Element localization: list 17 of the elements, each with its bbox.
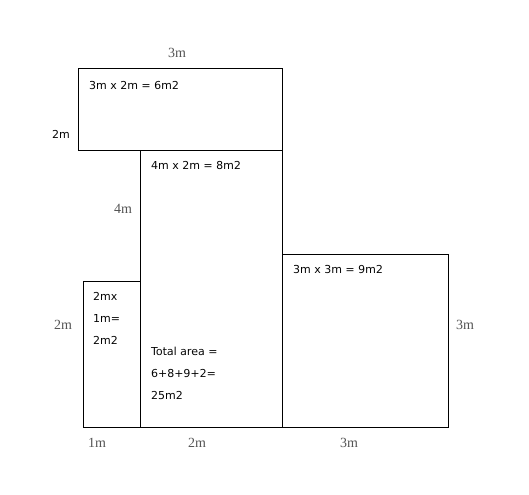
room-rectangle — [78, 68, 283, 151]
area-calculation: 3m x 3m = 9m2 — [293, 262, 383, 278]
area-calculation: 4m x 2m = 8m2 — [151, 158, 241, 174]
dimension-label: 3m — [168, 46, 186, 62]
dimension-label: 2m — [188, 436, 206, 452]
room-rectangle — [83, 281, 141, 428]
dimension-label: 4m — [114, 202, 132, 218]
room-rectangle — [282, 254, 449, 428]
area-calculation: 3m x 2m = 6m2 — [89, 78, 179, 94]
total-area-text: Total area = 6+8+9+2= 25m2 — [151, 344, 218, 404]
dimension-label: 2m — [52, 128, 70, 141]
dimension-label: 1m — [88, 436, 106, 452]
room-rectangle — [140, 150, 283, 428]
dimension-label: 3m — [456, 318, 474, 334]
dimension-label: 3m — [340, 436, 358, 452]
dimension-label: 2m — [54, 318, 72, 334]
area-calculation: 2mx 1m= 2m2 — [93, 289, 121, 349]
